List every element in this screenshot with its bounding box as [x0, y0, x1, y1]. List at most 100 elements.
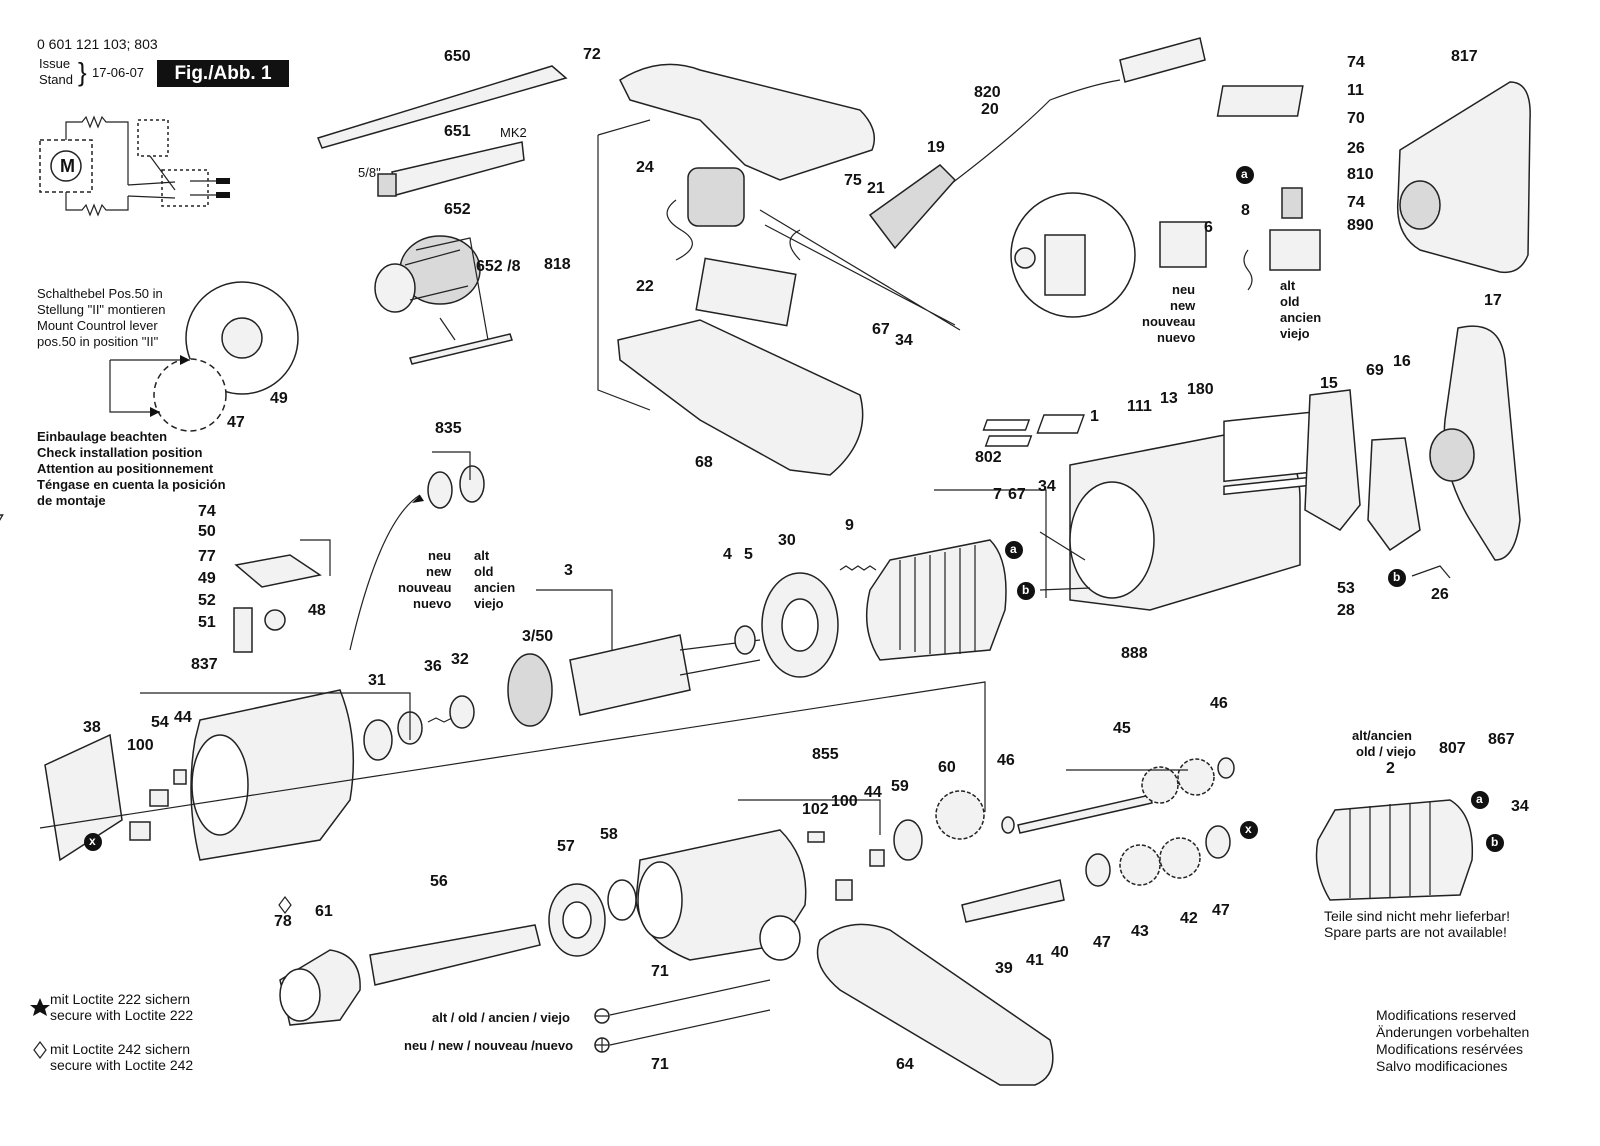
modifications-note: Modifications reserved	[1376, 1007, 1517, 1023]
part-label: 100	[831, 793, 858, 810]
part-number-label: 0 601 121 103; 803	[37, 36, 158, 52]
part-label: 13	[1160, 390, 1178, 407]
part-label: 28	[1337, 602, 1355, 619]
part-818-handle	[597, 63, 875, 476]
part-label: 67	[1008, 486, 1026, 503]
part-label: 837	[191, 656, 218, 673]
part-label: 38	[83, 719, 101, 736]
part-label: 855	[812, 746, 839, 763]
install-note-line: Attention au positionnement	[37, 461, 214, 476]
part-label: 26	[1347, 140, 1365, 157]
part-45-shaft	[1017, 794, 1153, 834]
nuevo-label: nuevo	[413, 596, 452, 611]
part-49-plate	[234, 554, 322, 588]
part-label: 652	[444, 201, 471, 218]
part-label: 180	[1187, 381, 1214, 398]
marker-a: a	[1241, 167, 1248, 181]
part-56-spindle	[369, 924, 541, 986]
part-label: 19	[927, 139, 945, 156]
part-label: 835	[435, 420, 462, 437]
part-3-armature	[507, 634, 761, 727]
loctite-242-note: mit Loctite 242 sichern	[50, 1041, 191, 1057]
part-label: 72	[583, 46, 601, 63]
viejo-label: viejo	[474, 596, 504, 611]
part-817-cover	[1396, 81, 1531, 274]
brace-glyph: }	[78, 57, 87, 87]
part-837-housing	[44, 689, 355, 862]
brush-detail	[1010, 192, 1136, 318]
part-label: 78	[274, 913, 292, 930]
part-label: 44	[864, 784, 882, 801]
modifications-note: Salvo modificaciones	[1376, 1058, 1508, 1074]
marker-a: a	[1010, 542, 1017, 556]
part-label: 71	[651, 963, 669, 980]
part-label: 58	[600, 826, 618, 843]
part-label: 40	[1051, 944, 1069, 961]
part-label: 30	[778, 532, 796, 549]
part-820-cable	[759, 37, 1206, 331]
ancien-label: ancien	[474, 580, 516, 595]
part-label: 5	[744, 546, 753, 563]
part-label: 3	[564, 562, 573, 579]
marker-b: b	[1022, 583, 1030, 597]
part-label: 47	[1093, 934, 1111, 951]
part-label: 47	[227, 414, 245, 431]
part-label: 15	[1320, 375, 1338, 392]
part-label: 820	[974, 84, 1001, 101]
part-label: 650	[444, 48, 471, 65]
part-11-plate	[1216, 85, 1304, 117]
issue-date: 17-06-07	[92, 65, 145, 80]
part-label: 44	[174, 709, 192, 726]
part-58-ring	[607, 879, 637, 921]
part-650-drift	[317, 65, 568, 149]
part-label: 43	[1131, 923, 1149, 940]
new-screw-label: neu / new / nouveau /nuevo	[404, 1038, 574, 1053]
part-652-chuck	[374, 235, 513, 365]
part-label: 74	[1347, 54, 1365, 71]
install-note-line: de montaje	[37, 493, 106, 508]
part-39-shaft	[961, 879, 1065, 923]
part-6-brush-holder	[1159, 221, 1207, 268]
part-label: 39	[995, 960, 1013, 977]
part-31-bearing	[363, 719, 393, 761]
modifications-note: Modifications resérvées	[1376, 1041, 1524, 1057]
part-label: 41	[1026, 952, 1044, 969]
not-available-note: Teile sind nicht mehr lieferbar!	[1324, 908, 1510, 924]
alt-ancien-label: alt/ancien	[1352, 728, 1412, 743]
part-label: 7	[993, 486, 1002, 503]
part-label: 46	[1210, 695, 1228, 712]
part-label: 74	[198, 503, 216, 520]
part-label: 53	[1337, 580, 1355, 597]
part-label: 46	[997, 752, 1015, 769]
install-note-line: Téngase en cuenta la posición	[37, 477, 226, 492]
part-label: 64	[896, 1056, 914, 1073]
alt-label: alt	[474, 548, 490, 563]
lever-note-line: Stellung "II" montieren	[37, 302, 166, 317]
part-label: 890	[1347, 217, 1374, 234]
lever-note-line: Schalthebel Pos.50 in	[37, 286, 163, 301]
part-label: 59	[891, 778, 909, 795]
part-label: 45	[1113, 720, 1131, 737]
part-label: 31	[368, 672, 386, 689]
loctite-242-diamond-icon	[278, 896, 292, 914]
part-label: 34	[895, 332, 913, 349]
part-label: 2	[1386, 760, 1395, 777]
new-label: new	[426, 564, 452, 579]
loctite-222-note: mit Loctite 222 sichern	[50, 991, 191, 1007]
part-59-bearing	[893, 819, 923, 861]
part-71-screws	[609, 979, 771, 1046]
part-label: 71	[651, 1056, 669, 1073]
part-label: 652 /8	[476, 258, 521, 275]
marker-a: a	[1476, 792, 1483, 806]
marker-x: x	[89, 834, 96, 848]
part-label: 50	[198, 523, 216, 540]
nuevo-label: nuevo	[1157, 330, 1196, 345]
part-label: 807	[1439, 740, 1466, 757]
nouveau-label: nouveau	[1142, 314, 1196, 329]
loctite-222-note: secure with Loctite 222	[50, 1007, 194, 1023]
part-label: 888	[1121, 645, 1148, 662]
old-label: old	[474, 564, 494, 579]
part-label: 810	[1347, 166, 1374, 183]
alt-label: alt	[1280, 278, 1296, 293]
